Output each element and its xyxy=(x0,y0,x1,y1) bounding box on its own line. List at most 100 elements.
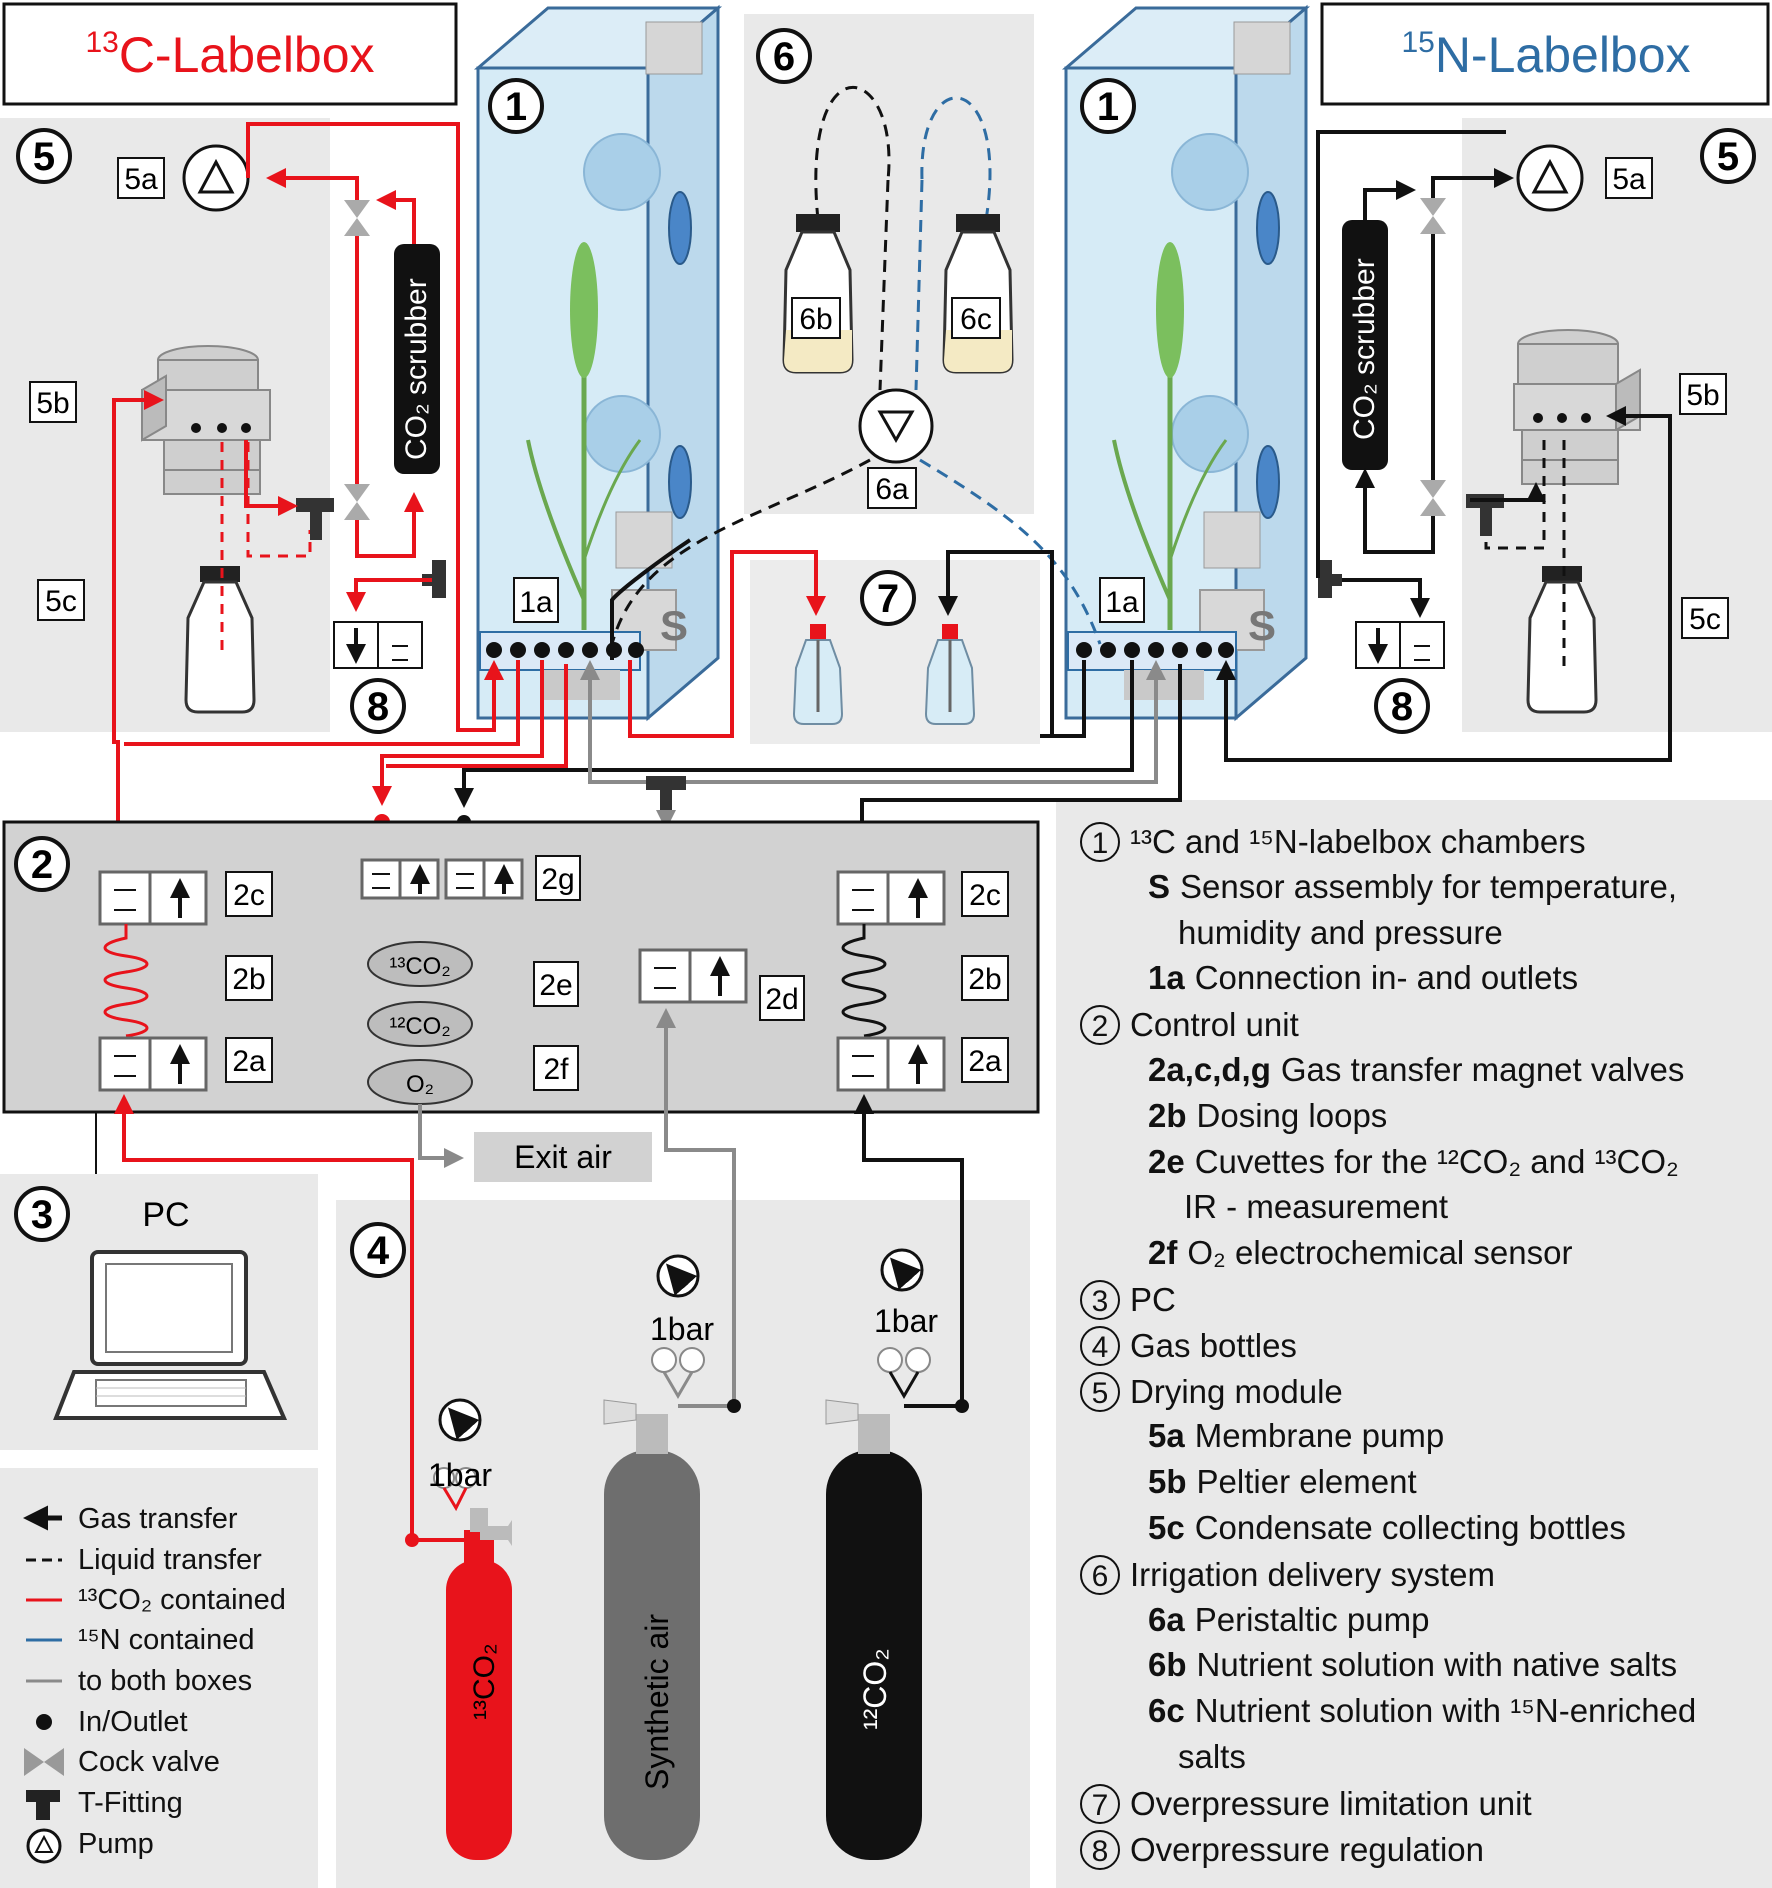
valve-2a-left xyxy=(98,1036,208,1092)
co2-scrubber-left-label: CO₂ scrubber xyxy=(400,278,433,460)
cuvette-12co2-label: ¹²CO₂ xyxy=(389,1013,450,1040)
legend-text: Peltier element xyxy=(1196,1463,1417,1501)
legend-text: Nutrient solution with ¹⁵N-enriched xyxy=(1194,1692,1697,1730)
n-labelbox-title-box xyxy=(1320,2,1770,106)
t-fitting-right-dryer xyxy=(1466,494,1504,536)
tag-2f-text: 2f xyxy=(543,1053,569,1086)
legend-text: ¹³C and ¹⁵N-labelbox chambers xyxy=(1130,823,1586,860)
bottle-13co2 xyxy=(405,1467,512,1860)
tag-6c-text: 6c xyxy=(960,303,992,336)
legend-number-marker: 1 xyxy=(1080,822,1120,862)
cock-valve-left-bottom xyxy=(344,484,370,502)
bar-label-13co2: 1bar xyxy=(428,1457,492,1493)
legend-text: salts xyxy=(1178,1738,1246,1775)
t-fitting-icon xyxy=(26,1790,60,1820)
tag-2c-left-text: 2c xyxy=(233,879,265,912)
inoutlet-dots-right xyxy=(1076,642,1234,658)
tag-2a-left-text: 2a xyxy=(232,1045,266,1078)
legend-code: 6b xyxy=(1148,1646,1187,1684)
valve-2g xyxy=(360,858,524,900)
legend-code: 2a,c,d,g xyxy=(1148,1051,1271,1088)
tag-2e xyxy=(533,961,579,1007)
svg-text:2: 2 xyxy=(31,843,53,887)
synthetic-air-supply-line xyxy=(656,1008,736,1406)
cock-valve-right-bottom xyxy=(1420,480,1446,498)
legend-text: Nutrient solution with native salts xyxy=(1196,1646,1678,1684)
chamber-13c: S xyxy=(473,4,723,722)
component-legend-row: 2 Control unit xyxy=(1080,1005,1299,1046)
pc-label: PC xyxy=(142,1196,189,1234)
cuvette-12co2 xyxy=(367,1001,473,1047)
tag-5a-left xyxy=(117,157,165,199)
legend-text: Drying module xyxy=(1130,1372,1343,1410)
n-labelbox-title: 15N-Labelbox xyxy=(1401,26,1690,83)
component-legend-row: IR - measurement xyxy=(1184,1188,1448,1226)
legend-code: 6c xyxy=(1148,1692,1185,1730)
tag-2e-text: 2e xyxy=(539,969,572,1002)
tag-5c-right-text: 5c xyxy=(1689,603,1721,636)
component-legend-row: 4 Gas bottles xyxy=(1080,1325,1297,1366)
key-legend-item: In/Outlet xyxy=(78,1706,188,1738)
c-labelbox-title: 13C-Labelbox xyxy=(85,26,374,83)
tag-2b-left-text: 2b xyxy=(232,963,265,996)
tag-6c xyxy=(951,297,1001,339)
tag-1a-left xyxy=(513,577,559,623)
tag-6b xyxy=(791,297,841,339)
legend-text: Gas transfer magnet valves xyxy=(1280,1051,1685,1088)
pressure-gauge-synthetic xyxy=(656,1254,700,1298)
svg-text:6: 6 xyxy=(773,35,795,79)
valve-2c-left xyxy=(98,870,208,926)
legend-number-marker: 2 xyxy=(1080,1005,1120,1046)
legend-text: Overpressure regulation xyxy=(1130,1830,1485,1868)
tag-2b-right-text: 2b xyxy=(968,963,1001,996)
key-legend-item: Cock valve xyxy=(78,1746,220,1778)
tag-2b-left xyxy=(225,955,273,1001)
tag-5b-left xyxy=(29,381,77,423)
legend-text: Irrigation delivery system xyxy=(1130,1555,1495,1593)
svg-text:8: 8 xyxy=(367,685,389,729)
tag-2a-right-text: 2a xyxy=(968,1045,1002,1078)
legend-text: PC xyxy=(1130,1281,1176,1318)
number-markers: 1 1 2 3 4 5 5 6 7 8 8 xyxy=(14,28,1756,1278)
t-fitting-both xyxy=(646,776,686,818)
svg-text:4: 4 xyxy=(367,1229,390,1273)
legend-code: 2b xyxy=(1148,1096,1187,1134)
cock-valve-left-top xyxy=(344,200,370,218)
exit-air-box xyxy=(474,1132,652,1182)
legend-code: 5a xyxy=(1148,1417,1185,1455)
laptop-icon xyxy=(53,1250,288,1420)
legend-number-marker: 4 xyxy=(1080,1325,1120,1366)
inoutlet-dots-left xyxy=(486,642,644,658)
chamber-15n: S xyxy=(1061,4,1311,722)
tag-2a-right xyxy=(961,1037,1009,1083)
tag-2c-right xyxy=(961,871,1009,917)
legend-text: IR - measurement xyxy=(1184,1188,1449,1226)
key-legend-item: T-Fitting xyxy=(78,1787,183,1819)
key-legend-item: Gas transfer xyxy=(78,1503,238,1535)
legend-text: Control unit xyxy=(1130,1006,1299,1044)
co2-scrubber-right xyxy=(1342,220,1388,470)
cuvette-13co2-label: ¹³CO₂ xyxy=(389,953,450,980)
tag-1a-right xyxy=(1099,577,1145,623)
co2-scrubber-right-label: CO₂ scrubber xyxy=(1348,258,1381,440)
tag-5b-right xyxy=(1679,373,1727,415)
key-legend-panel xyxy=(0,1468,318,1888)
tag-2c-left xyxy=(225,871,273,917)
key-legend-item: ¹⁵N contained xyxy=(78,1624,255,1656)
bar-label-synthetic: 1bar xyxy=(650,1311,714,1347)
tag-2d-text: 2d xyxy=(765,983,798,1016)
svg-text:S: S xyxy=(1248,602,1276,649)
legend-text: O₂ electrochemical sensor xyxy=(1187,1234,1573,1272)
tag-5a-left-text: 5a xyxy=(124,163,158,196)
legend-number-marker: 6 xyxy=(1080,1554,1120,1595)
legend-text: Gas bottles xyxy=(1130,1326,1297,1364)
